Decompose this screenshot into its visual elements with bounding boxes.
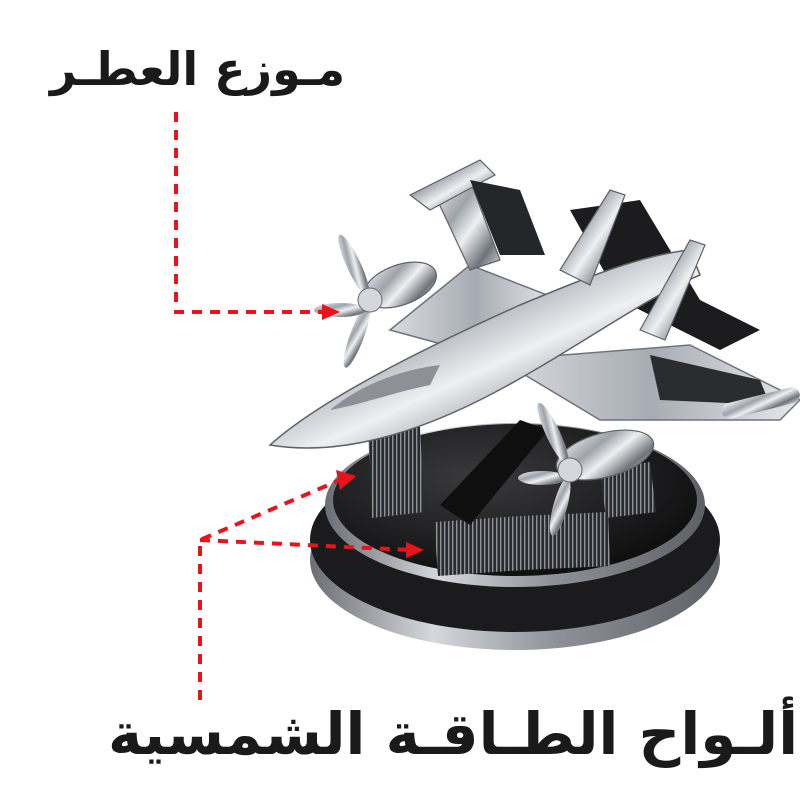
solar-panels: [368, 426, 656, 576]
annotation-arrowheads: [322, 304, 424, 558]
propeller-left: [314, 234, 383, 368]
arrow-right-icon: [322, 304, 340, 320]
propeller-right: [518, 402, 583, 536]
diffuser-label: مـوزع العطـر: [50, 42, 346, 96]
arrow-right-icon: [336, 470, 356, 490]
diffuser-pointer-line: [174, 112, 325, 314]
solar-panels-label: ألـواح الطـاقـة الشمسية: [108, 700, 799, 768]
solar-pointer-line: [198, 478, 411, 700]
arrow-right-icon: [406, 542, 424, 558]
annotation-lines: [174, 112, 411, 700]
stand: [440, 420, 548, 525]
